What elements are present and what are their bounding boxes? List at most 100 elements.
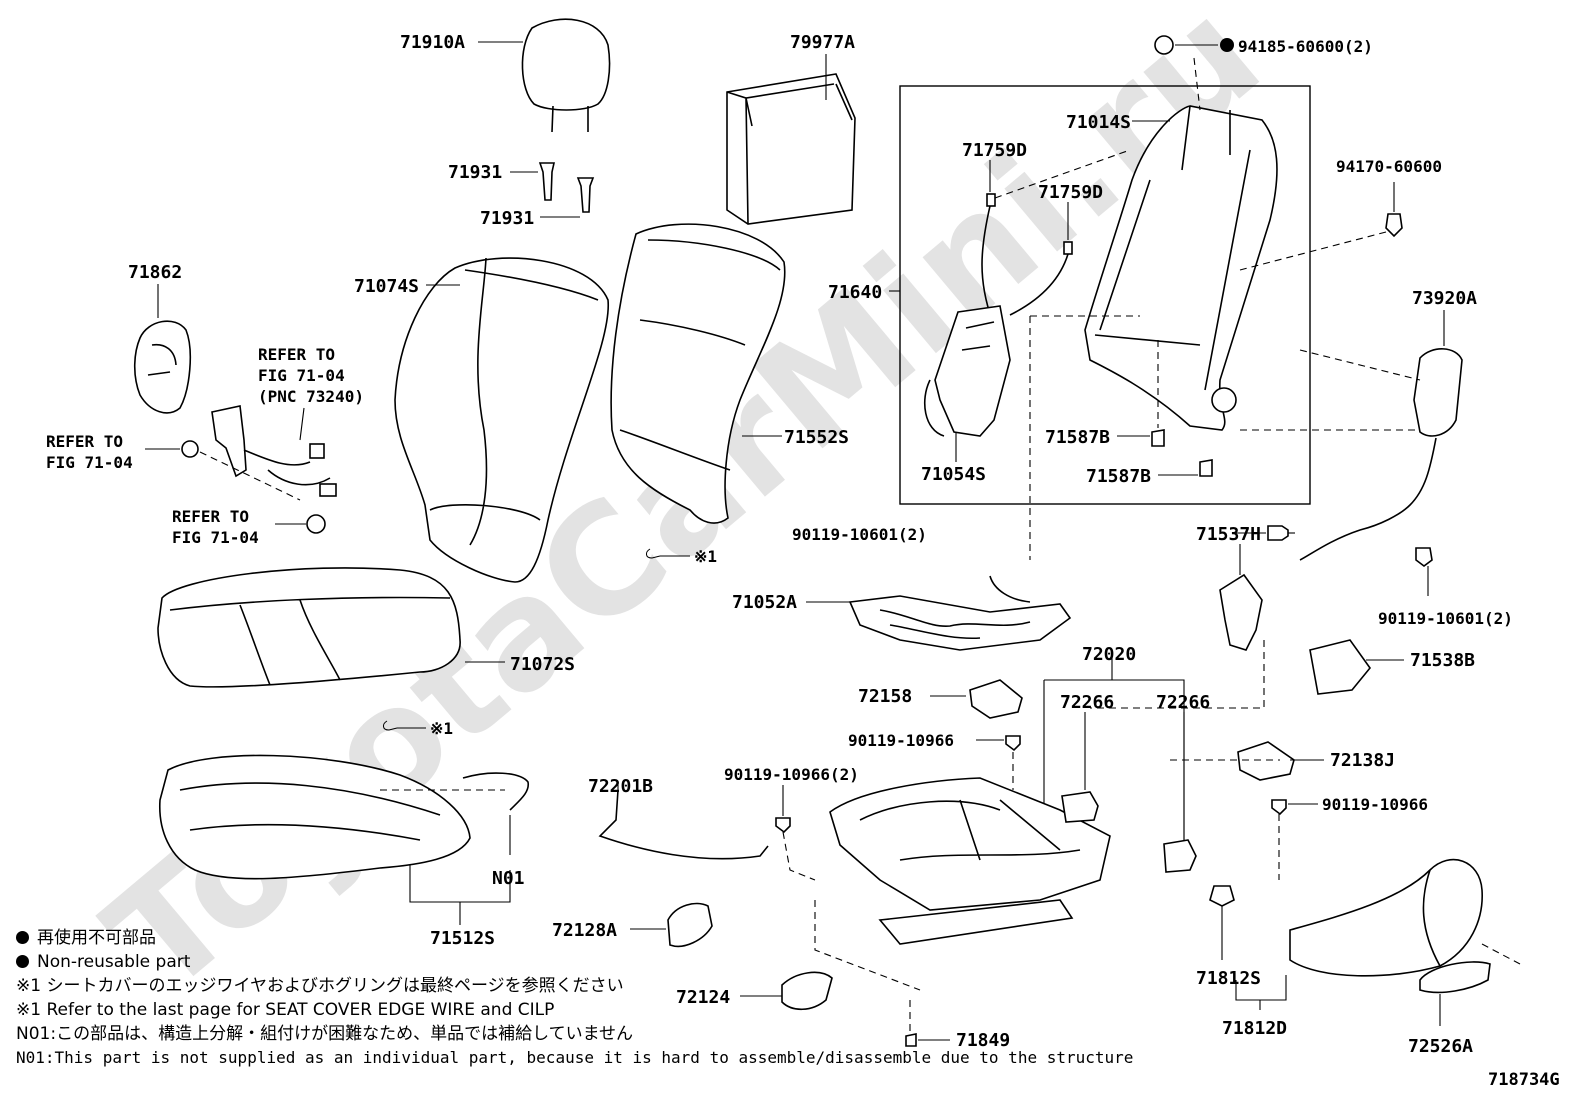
label-72266-b: 72266 [1156,692,1210,713]
label-71587b-b: 71587B [1086,466,1151,487]
bolt-71812s-drawing [1209,885,1235,907]
label-73920a: 73920A [1412,288,1477,309]
label-72124: 72124 [676,987,730,1008]
label-71812s: 71812S [1196,968,1261,989]
bolt-90119-10601-left [1267,525,1289,541]
label-71512s: 71512S [430,928,495,949]
seat-back-frame-drawing [1084,105,1278,431]
bolt-90119-10966-pair [775,817,791,834]
seat-spring-drawing [848,575,1072,651]
bolt-90119-10966-mid [1005,735,1021,752]
label-72158: 72158 [858,686,912,707]
label-71849: 71849 [956,1030,1010,1051]
label-72266-a: 72266 [1060,692,1114,713]
ref-low-line2: FIG 71-04 [172,528,259,547]
legend-notes: 再使用不可部品 Non-reusable part ※1 シートカバーのエッジワ… [16,926,1133,1070]
label-71910a: 71910A [400,32,465,53]
label-71931-a: 71931 [448,162,502,183]
seat-back-cushion-drawing [610,223,786,524]
label-71759d-a: 71759D [962,140,1027,161]
label-71552s: 71552S [784,427,849,448]
ref-belt-line2: FIG 71-04 [258,366,345,385]
seat-cushion-cover-drawing [157,567,461,688]
label-71538b: 71538B [1410,650,1475,671]
label-71862: 71862 [128,262,182,283]
label-90119-10966-pair: 90119-10966(2) [724,765,859,784]
clip-71587b-b [1199,459,1213,477]
bracket-71537h-drawing [1219,573,1263,651]
label-71537h: 71537H [1196,524,1261,545]
shield-cover-drawing [133,320,192,414]
label-71759d-b: 71759D [1038,182,1103,203]
bolt-left-lower [306,514,326,534]
bracket-71759d-b [1063,241,1073,255]
seat-cushion-frame-drawing [829,777,1111,945]
nonreusable-marker-94185 [1220,38,1234,52]
bolt-94185-drawing [1154,35,1174,55]
recliner-plate-drawing [923,305,1011,437]
frame-subassembly-box [899,85,1311,505]
label-90119-10966-right: 90119-10966 [1322,795,1428,814]
seat-cushion-wire-drawing [462,772,530,811]
seat-cushion-pad-drawing [159,754,471,880]
seat-back-pad-drawing [726,73,856,225]
filled-dot-icon [16,955,29,968]
label-71812d: 71812D [1222,1018,1287,1039]
label-71052a: 71052A [732,592,797,613]
bracket-72138j-drawing [1237,741,1295,781]
bolt-left-upper [181,440,199,458]
note-n01-en: N01:This part is not supplied as an indi… [16,1048,1134,1067]
label-mark1-a: ※1 [694,547,717,566]
clip-71587b-a [1151,429,1165,447]
label-n01: N01 [492,868,525,889]
note-mark1-en: ※1 Refer to the last page for SEAT COVER… [16,1000,555,1020]
label-72128a: 72128A [552,920,617,941]
label-79977a: 79977A [790,32,855,53]
label-71587b-a: 71587B [1045,427,1110,448]
label-72526a: 72526A [1408,1036,1473,1057]
seat-back-cover-drawing [394,257,610,583]
bolt-90119-10601-right [1415,547,1433,567]
label-72020: 72020 [1082,644,1136,665]
label-90119-10966-mid: 90119-10966 [848,731,954,750]
label-71072s: 71072S [510,654,575,675]
label-71074s: 71074S [354,276,419,297]
part-72128a-drawing [667,902,713,947]
bracket-72158-drawing [969,679,1023,719]
label-71054s: 71054S [921,464,986,485]
knob-72526a-drawing [1419,961,1491,994]
bolt-90119-10966-right [1271,799,1287,816]
filled-dot-icon [16,931,29,944]
label-71640: 71640 [828,282,882,303]
bracket-71538b-drawing [1309,639,1372,695]
side-shield-drawing [1289,858,1483,977]
bracket-72266-b [1163,839,1197,873]
bracket-72266-a [1061,791,1099,823]
label-94170: 94170-60600 [1336,157,1442,176]
note-nonreusable-en: Non-reusable part [16,950,1133,974]
ref-belt-line1: REFER TO [258,345,335,364]
label-mark1-b: ※1 [430,719,453,738]
note-nonreusable-jp: 再使用不可部品 [16,926,1133,950]
wire-72201b-drawing [598,789,769,860]
label-71014s: 71014S [1066,112,1131,133]
ref-belt-line3: (PNC 73240) [258,387,364,406]
part-72124-drawing [781,971,833,1011]
clip-71849-drawing [905,1033,917,1047]
label-90119-10601-right: 90119-10601(2) [1378,609,1513,628]
side-airbag-drawing [1299,348,1463,561]
ref-left-line2: FIG 71-04 [46,453,133,472]
ref-left-line1: REFER TO [46,432,123,451]
bolt-94170-drawing [1385,213,1403,238]
figure-number: 718734G [1488,1070,1560,1090]
note-mark1-jp: ※1 シートカバーのエッジワイヤおよびホグリングは最終ページを参照ください [16,976,624,996]
seat-belt-buckle-drawing [211,405,337,497]
note-n01-jp: N01:この部品は、構造上分解・組付けが困難なため、単品では補給していません [16,1024,634,1044]
label-72201b: 72201B [588,776,653,797]
label-90119-10601-left: 90119-10601(2) [792,525,927,544]
label-72138j: 72138J [1330,750,1395,771]
headrest-guide-drawing [538,162,595,213]
label-94185: 94185-60600(2) [1238,37,1373,56]
